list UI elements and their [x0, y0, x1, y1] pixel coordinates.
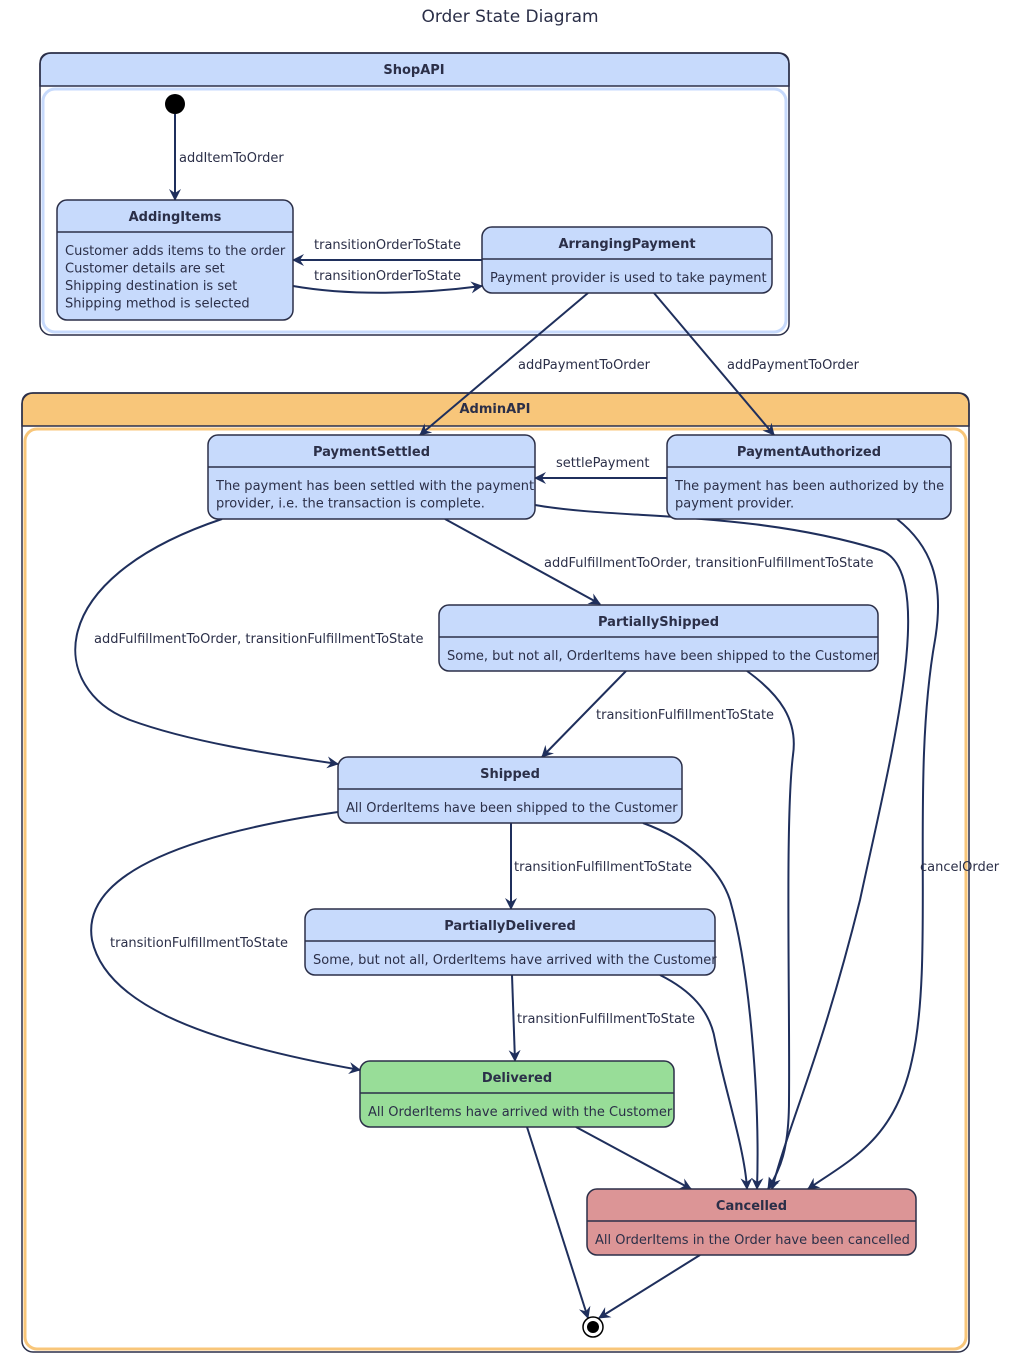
- label-authorized-to-settled: settlePayment: [556, 456, 650, 471]
- state-delivered-name: Delivered: [482, 1071, 552, 1086]
- label-settled-to-partially-shipped: addFulfillmentToOrder, transitionFulfill…: [544, 556, 873, 571]
- edge-adding-to-arranging: [292, 281, 483, 294]
- label-shipped-to-delivered: transitionFulfillmentToState: [110, 936, 288, 951]
- edge-arranging-to-authorized: [653, 292, 775, 436]
- state-cancelled-name: Cancelled: [716, 1199, 787, 1214]
- state-payment-settled-desc-line: provider, i.e. the transaction is comple…: [216, 497, 485, 512]
- edge-labels: addItemToOrder transitionOrderToState tr…: [94, 151, 1000, 1027]
- state-payment-authorized-name: PaymentAuthorized: [737, 445, 881, 460]
- package-adminapi-frame: [21, 392, 970, 1353]
- label-arranging-to-authorized: addPaymentToOrder: [727, 358, 860, 373]
- edge-partially-delivered-to-delivered: [508, 974, 521, 1062]
- state-cancelled-desc-line: All OrderItems in the Order have been ca…: [595, 1233, 910, 1248]
- state-delivered-desc-line: All OrderItems have arrived with the Cus…: [368, 1105, 673, 1120]
- state-adding-items-desc-line: Customer adds items to the order: [65, 244, 286, 259]
- state-partially-delivered-name: PartiallyDelivered: [444, 919, 576, 934]
- state-payment-settled-desc-line: The payment has been settled with the pa…: [215, 479, 534, 494]
- state-partially-shipped-name: PartiallyShipped: [598, 615, 719, 630]
- edge-shipped-to-cancelled: [642, 822, 764, 1190]
- state-shipped-desc-line: All OrderItems have been shipped to the …: [346, 801, 678, 816]
- state-adding-items-name: AddingItems: [129, 210, 222, 225]
- start-node: [165, 94, 185, 114]
- state-partially-shipped-desc-line: Some, but not all, OrderItems have been …: [447, 649, 879, 664]
- state-adding-items-desc-line: Shipping destination is set: [65, 279, 237, 294]
- label-start-to-adding: addItemToOrder: [179, 151, 284, 166]
- edge-arranging-to-settled: [419, 292, 589, 436]
- state-delivered-box: [359, 1060, 675, 1128]
- state-payment-authorized-box: [666, 434, 952, 520]
- package-adminapi-title: AdminAPI: [459, 402, 530, 417]
- edge-cancelled-to-end: [598, 1254, 701, 1319]
- state-payment-authorized-desc-line: The payment has been authorized by the: [674, 479, 944, 494]
- label-arranging-to-adding: transitionOrderToState: [314, 238, 461, 253]
- package-shopapi-frame: [39, 52, 790, 336]
- edge-shipped-to-delivered: [90, 811, 361, 1074]
- edge-partially-shipped-to-shipped: [541, 670, 627, 758]
- state-adding-items-box: [56, 199, 294, 321]
- edge-partially-shipped-to-cancelled: [746, 670, 795, 1190]
- label-partially-delivered-to-delivered: transitionFulfillmentToState: [517, 1012, 695, 1027]
- diagram-title: Order State Diagram: [421, 7, 598, 27]
- label-arranging-to-settled: addPaymentToOrder: [518, 358, 651, 373]
- state-cancelled-box: [586, 1188, 917, 1256]
- label-partially-shipped-to-shipped: transitionFulfillmentToState: [596, 708, 774, 723]
- state-partially-delivered-box: [304, 908, 716, 976]
- edge-settled-to-partially-shipped: [444, 518, 601, 605]
- state-payment-settled-box: [207, 434, 536, 520]
- state-payment-authorized-desc-line: payment provider.: [675, 497, 794, 512]
- state-partially-shipped-box: [438, 604, 879, 672]
- edge-delivered-to-cancelled: [575, 1126, 692, 1190]
- state-payment-settled-name: PaymentSettled: [313, 445, 430, 460]
- edge-partially-delivered-to-cancelled: [659, 974, 753, 1190]
- state-arranging-payment-desc-line: Payment provider is used to take payment: [490, 271, 767, 286]
- label-shipped-to-partially-delivered: transitionFulfillmentToState: [514, 860, 692, 875]
- end-node-dot: [587, 1321, 599, 1333]
- label-adding-to-arranging: transitionOrderToState: [314, 269, 461, 284]
- state-shipped-name: Shipped: [480, 767, 540, 782]
- state-adding-items-desc-line: Customer details are set: [65, 262, 225, 277]
- state-arranging-payment-box: [481, 226, 773, 294]
- label-authorized-to-cancelled: cancelOrder: [920, 860, 1000, 875]
- edge-authorized-to-cancelled: [807, 518, 939, 1190]
- edge-delivered-to-end: [526, 1126, 591, 1319]
- end-node: [582, 1316, 604, 1338]
- label-settled-to-shipped: addFulfillmentToOrder, transitionFulfill…: [94, 632, 423, 647]
- state-adding-items-desc-line: Shipping method is selected: [65, 297, 250, 312]
- state-partially-delivered-desc-line: Some, but not all, OrderItems have arriv…: [313, 953, 717, 968]
- edge-settled-to-shipped: [74, 518, 339, 769]
- state-arranging-payment-name: ArrangingPayment: [558, 237, 695, 252]
- state-shipped-box: [337, 756, 683, 824]
- package-shopapi-title: ShopAPI: [383, 63, 444, 78]
